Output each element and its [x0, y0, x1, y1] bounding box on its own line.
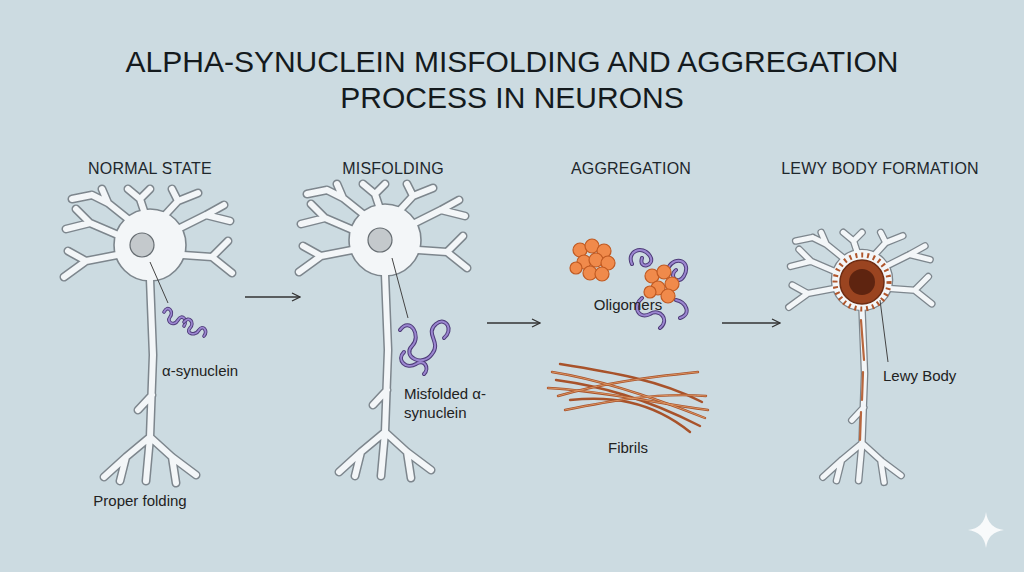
fibril-bundle — [548, 364, 708, 432]
stage-label: Lewy Body — [883, 366, 978, 385]
lewy-body-halo — [835, 255, 889, 309]
nucleus — [130, 233, 154, 257]
oligomer — [570, 262, 582, 274]
stage-panel: AGGREGATIONOligomersFibrils — [540, 150, 722, 520]
watermark-star — [968, 512, 1004, 548]
stage-heading: LEWY BODY FORMATION — [770, 159, 990, 178]
stage-heading: NORMAL STATE — [50, 159, 250, 178]
fibril — [548, 388, 708, 410]
neuron-misfolding — [299, 184, 467, 478]
fibril — [558, 372, 698, 396]
neuron-lewy-body — [789, 232, 932, 482]
stage-label: Oligomers — [570, 295, 686, 314]
stage-panel: MISFOLDINGMisfolded α-synuclein — [300, 150, 487, 520]
stage-label: Misfolded α-synuclein — [404, 384, 499, 422]
fibril — [565, 395, 706, 410]
oligomer — [661, 289, 675, 303]
oligomer — [657, 265, 671, 279]
process-arrow — [487, 322, 540, 323]
fibril — [552, 372, 705, 418]
neuron-shape — [64, 189, 232, 483]
leader-line — [150, 262, 168, 303]
protein-squiggle — [164, 309, 185, 326]
stage-panel: NORMAL STATEα-synucleinProper folding — [40, 150, 245, 520]
fibril-strands — [548, 364, 708, 432]
neuron-shape — [299, 184, 467, 478]
protein-strand — [631, 250, 687, 328]
stage-heading: AGGREGATION — [531, 159, 731, 178]
stage-label: α-synuclein — [162, 361, 262, 380]
nucleus — [368, 228, 392, 252]
protein-squiggle — [164, 309, 185, 326]
process-arrow — [245, 296, 300, 297]
diagram-title: ALPHA-SYNUCLEIN MISFOLDING AND AGGREGATI… — [82, 44, 942, 116]
oligomer — [595, 267, 609, 281]
protein-squiggle — [184, 319, 205, 336]
stage-panel: LEWY BODY FORMATIONLewy Body — [780, 150, 990, 520]
aggregate-streak — [860, 320, 864, 440]
protein-strand — [631, 250, 687, 328]
leader-line — [880, 300, 888, 362]
stage-heading: MISFOLDING — [293, 159, 493, 178]
misfolded-protein — [400, 322, 449, 374]
oligomer-with-protein — [631, 250, 687, 328]
misfolded-protein — [400, 322, 449, 374]
process-arrow — [722, 322, 780, 323]
lewy-body-core — [849, 269, 875, 295]
fibril — [565, 395, 706, 410]
leader-line — [392, 258, 408, 318]
neuron-shape — [789, 232, 932, 482]
lewy-body — [840, 260, 884, 304]
stage-label: Proper folding — [75, 491, 205, 510]
stage-label: Fibrils — [570, 438, 686, 457]
fibril — [558, 372, 698, 396]
neuron-normal — [64, 189, 232, 483]
protein-squiggle — [184, 319, 205, 336]
oligomer-cluster — [570, 239, 615, 281]
fibril — [570, 399, 690, 432]
fibril-highlights — [548, 372, 708, 418]
